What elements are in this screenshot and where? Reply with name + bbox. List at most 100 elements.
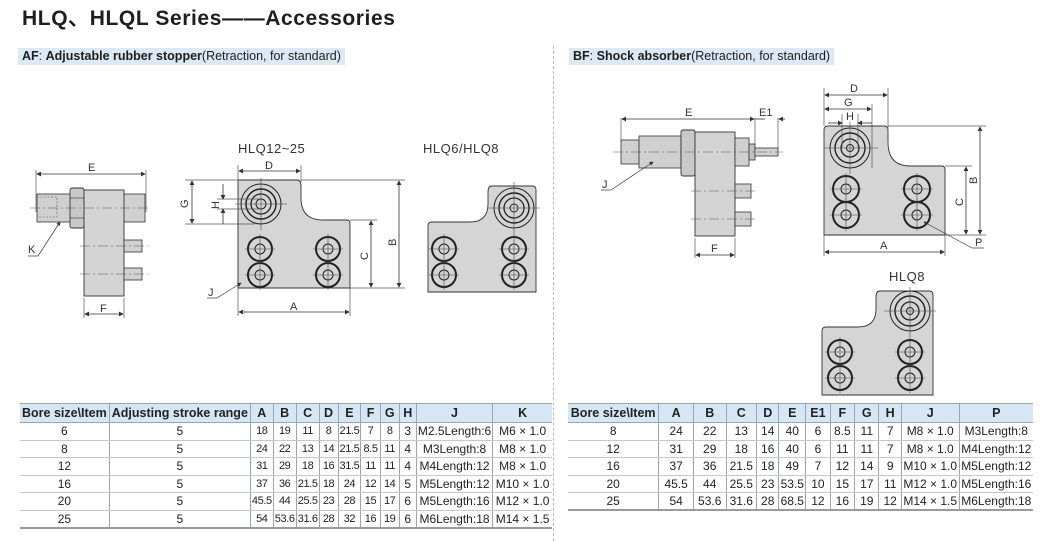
bf-table-cell: M8 × 1.0 (900, 440, 960, 458)
bf-front-view-drawing: D G H B C A P (800, 78, 990, 258)
bf-table-cell: M6Length:18 (958, 492, 1033, 511)
af-table-cell: 29 (272, 457, 297, 476)
bf-separator: : (589, 49, 597, 63)
af-col-c: C (295, 403, 320, 423)
bf-front-dim-b: B (968, 177, 980, 184)
af-table-cell: 19 (379, 510, 400, 529)
af-table-cell: 11 (379, 457, 400, 476)
bf-table-cell: 7 (878, 422, 902, 441)
af-table-cell: 8 (379, 422, 400, 441)
af-table-header-row: Bore size\Item Adjusting stroke range A … (20, 403, 552, 423)
bf-col-f: F (829, 403, 855, 423)
bf-table-cell: 31.6 (725, 492, 757, 511)
bf-table-cell: 17 (854, 475, 879, 493)
af-table-cell: M10 × 1.0 (492, 475, 552, 493)
bf-table-cell: 29 (692, 440, 726, 458)
af-table-cell: M12 × 1.0 (492, 492, 552, 511)
af-table-cell: M4Length:12 (415, 457, 493, 476)
af-table-cell: 21.5 (295, 475, 320, 493)
bf-table-cell: 18 (756, 457, 779, 476)
af-table-cell: 15 (360, 492, 381, 511)
bf-table-cell: 11 (854, 440, 879, 458)
af-front-dim-b: B (387, 239, 399, 246)
bf-small-front-view-drawing (818, 287, 938, 399)
af-table-cell: 4 (398, 457, 417, 476)
bf-table-cell: 36 (692, 457, 726, 476)
bf-table-cell: M5Length:16 (958, 475, 1033, 493)
af-table-cell: 5 (108, 510, 251, 529)
bf-table-cell: 12 (568, 440, 659, 458)
bf-front-dim-c: C (954, 198, 966, 206)
af-section-title: AF: Adjustable rubber stopper(Retraction… (18, 48, 345, 65)
page-title: HLQ、HLQL Series——Accessories (22, 7, 396, 30)
bf-table-cell: 15 (829, 475, 855, 493)
bf-col-c: C (725, 403, 757, 423)
af-small-front-view-drawing (420, 182, 540, 298)
af-table-cell: M5Length:16 (415, 492, 493, 511)
bf-table-cell: 14 (756, 422, 779, 441)
af-table-cell: M6Length:18 (415, 510, 493, 529)
af-table-cell: 16 (318, 457, 338, 476)
bf-table-cell: 21.5 (725, 457, 757, 476)
bf-col-e1: E1 (805, 403, 831, 423)
af-side-dim-f: F (100, 303, 107, 315)
bf-table-cell: 8.5 (829, 422, 855, 441)
bf-side-dim-e: E (685, 107, 692, 119)
bf-col-d: D (756, 403, 779, 423)
bf-table-cell: 8 (568, 422, 659, 441)
af-table-cell: 16 (360, 510, 381, 529)
bf-table-cell: 25.5 (725, 475, 757, 493)
bf-table-cell: 40 (778, 440, 806, 458)
af-description: Adjustable rubber stopper (45, 49, 202, 63)
af-table-cell: 6 (20, 422, 110, 441)
bf-table-cell: 24 (658, 422, 694, 441)
bf-side-view-drawing: E E1 J F (595, 100, 785, 260)
af-front-dim-h: H (210, 201, 222, 209)
af-table-cell: 44 (272, 492, 297, 511)
af-table-cell: M8 × 1.0 (492, 457, 552, 476)
bf-table-cell: 19 (854, 492, 879, 511)
af-table-cell: 45.5 (249, 492, 274, 511)
bf-table-cell: 53.6 (692, 492, 726, 511)
af-table-cell: 5 (108, 457, 251, 476)
af-side-dim-k: K (28, 244, 36, 256)
bf-table-cell: 16 (568, 457, 659, 476)
af-col-stroke-range: Adjusting stroke range (108, 403, 251, 423)
af-table-cell: 28 (318, 510, 338, 529)
af-table-cell: 53.6 (272, 510, 297, 529)
af-table-cell: M3Length:8 (415, 440, 493, 458)
af-table-cell: 25.5 (295, 492, 320, 511)
bf-table-cell: 14 (854, 457, 879, 476)
af-table-cell: 22 (272, 440, 297, 458)
bf-table-cell: M10 × 1.0 (900, 457, 960, 476)
bf-table-cell: 22 (692, 422, 726, 441)
bf-table-cell: 11 (829, 440, 855, 458)
af-table-cell: M14 × 1.5 (492, 510, 552, 529)
af-col-f: F (360, 403, 381, 423)
bf-side-dim-f: F (711, 243, 718, 255)
bf-table-cell: 7 (805, 457, 831, 476)
bf-table-cell: 49 (778, 457, 806, 476)
af-caption-hlq6-hlq8: HLQ6/HLQ8 (423, 141, 500, 156)
bf-table-cell: 9 (878, 457, 902, 476)
bf-front-dim-p: P (975, 237, 982, 249)
af-table-cell: 7 (360, 422, 381, 441)
af-table-cell: 36 (272, 475, 297, 493)
bf-table-cell: 23 (756, 475, 779, 493)
af-table-cell: 14 (379, 475, 400, 493)
bf-table-cell: 12 (805, 492, 831, 511)
af-table-cell: 8 (20, 440, 110, 458)
bf-table-cell: 16 (756, 440, 779, 458)
af-table-cell: 13 (295, 440, 320, 458)
af-table-cell: M2.5Length:6 (415, 422, 493, 441)
af-table-cell: M5Length:12 (415, 475, 493, 493)
af-table-cell: 3 (398, 422, 417, 441)
bf-paren: (Retraction, for standard) (691, 49, 831, 63)
bf-front-dim-a: A (880, 240, 888, 252)
af-table-cell: 24 (249, 440, 274, 458)
af-table-cell: 24 (337, 475, 361, 493)
af-front-dim-d: D (265, 160, 273, 172)
bf-table-cell: 7 (878, 440, 902, 458)
